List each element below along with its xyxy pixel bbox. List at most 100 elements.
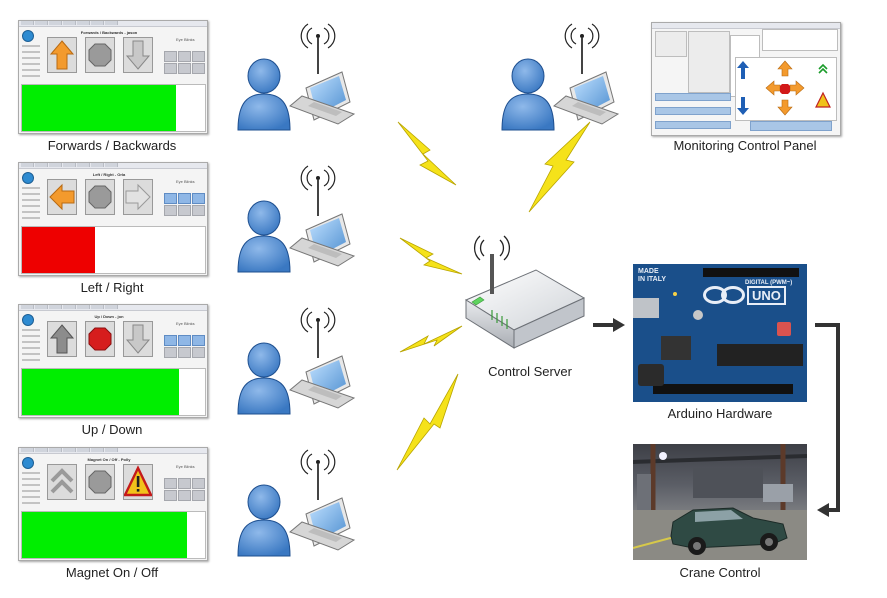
app-sidebar-line xyxy=(22,199,40,201)
arduino-made-label: MADE xyxy=(638,268,659,275)
laptop-icon xyxy=(289,213,356,267)
app-sidebar-line xyxy=(22,51,40,53)
app-sidebar-line xyxy=(22,57,40,59)
app-blink-button xyxy=(192,193,205,204)
arduino-digital-label: DIGITAL (PWM~) xyxy=(745,280,793,286)
app-tab xyxy=(91,448,104,452)
app-logo-icon xyxy=(22,30,34,42)
app-blink-button xyxy=(178,63,191,74)
app-blink-button xyxy=(178,335,191,346)
app-tab xyxy=(105,21,118,25)
crane-scene xyxy=(633,444,807,560)
caption-forwards-backwards: Forwards / Backwards xyxy=(47,138,177,153)
app-command-button xyxy=(85,464,115,500)
app-command-button xyxy=(85,321,115,357)
up-arrow-icon xyxy=(49,324,75,354)
operator-station-graphic xyxy=(237,23,356,131)
app-blink-button xyxy=(164,335,177,346)
monitor-green-chevron-icon xyxy=(818,63,828,70)
person-icon xyxy=(237,342,291,415)
monitor-logo-box xyxy=(655,31,687,57)
app-blink-button xyxy=(164,63,177,74)
app-sidebar-line xyxy=(22,75,40,77)
wifi-antenna-icon xyxy=(300,307,336,358)
monitoring-control-panel-screenshot xyxy=(651,22,841,136)
lightning-bolt-icon xyxy=(396,373,459,471)
laptop-icon xyxy=(289,355,356,409)
arduino-italy-label: IN ITALY xyxy=(638,276,667,283)
wifi-antenna-icon xyxy=(564,23,600,74)
app-status-panel xyxy=(21,226,206,274)
app-blink-button xyxy=(164,205,177,216)
app-tab xyxy=(35,21,48,25)
app-status-fill xyxy=(22,227,96,273)
monitor-orange-down-icon xyxy=(777,99,793,116)
app-eye-blinks-label: Eye Blinks xyxy=(176,179,195,184)
app-eye-blinks-label: Eye Blinks xyxy=(176,464,195,469)
arduino-power-jack xyxy=(638,364,664,386)
app-sidebar-line xyxy=(22,484,40,486)
app-tab xyxy=(91,305,104,309)
app-blink-button xyxy=(178,347,191,358)
operator-station-graphic xyxy=(237,307,356,415)
app-blink-button xyxy=(178,193,191,204)
arduino-logo-right xyxy=(721,286,745,304)
app-command-button xyxy=(123,37,153,73)
crane-control-photo xyxy=(633,444,807,560)
app-sidebar-line xyxy=(22,211,40,213)
arduino-reset-button xyxy=(777,322,791,336)
app-blink-button xyxy=(178,490,191,501)
control-server-router-icon xyxy=(464,235,586,349)
app-sidebar-line xyxy=(22,353,40,355)
down-arrow-icon xyxy=(125,324,151,354)
right-arrow-icon xyxy=(125,183,151,211)
app-tab xyxy=(77,448,90,452)
app-tab xyxy=(63,163,76,167)
app-sidebar-line xyxy=(22,335,40,337)
app-tab xyxy=(21,305,34,309)
app-sidebar-line xyxy=(22,187,40,189)
arduino-digital-header xyxy=(703,268,799,277)
arduino-capacitor-block xyxy=(661,336,691,360)
arduino-to-crane-arrow xyxy=(815,323,840,517)
app-sidebar-line xyxy=(22,472,40,474)
app-sidebar-line xyxy=(22,205,40,207)
laptop-icon xyxy=(553,71,620,125)
caption-left-right: Left / Right xyxy=(80,280,144,295)
app-blink-button xyxy=(192,490,205,501)
app-command-button xyxy=(85,179,115,215)
app-blink-button xyxy=(164,490,177,501)
app-sidebar-line xyxy=(22,341,40,343)
app-tab xyxy=(49,163,62,167)
caption-monitoring-control-panel: Monitoring Control Panel xyxy=(673,138,817,153)
operator-station xyxy=(232,164,392,281)
app-title: Up / Down - jon xyxy=(94,314,124,319)
arduino-board-image: MADE IN ITALY DIGITAL (PWM~) UNO xyxy=(633,264,807,402)
app-command-button xyxy=(47,37,77,73)
app-title: Magnet On / Off - Polly xyxy=(87,457,131,462)
lightning-bolt-icon xyxy=(399,237,463,275)
monitor-bar-1 xyxy=(655,93,731,101)
operator-station xyxy=(232,448,392,565)
app-tab xyxy=(21,448,34,452)
app-tab xyxy=(63,448,76,452)
operator-station xyxy=(232,306,392,423)
caption-up-down: Up / Down xyxy=(81,422,143,437)
app-status-panel xyxy=(21,84,206,132)
person-icon xyxy=(237,58,291,131)
app-tab xyxy=(105,448,118,452)
app-tab xyxy=(91,163,104,167)
app-tab xyxy=(91,21,104,25)
stop-octagon-icon xyxy=(88,470,112,494)
app-logo-icon xyxy=(22,314,34,326)
monitor-bar-3 xyxy=(655,121,731,129)
person-icon xyxy=(237,200,291,273)
app-tab xyxy=(21,21,34,25)
warning-triangle-icon xyxy=(123,465,153,497)
app-blink-button xyxy=(164,51,177,62)
up-arrow-icon xyxy=(49,40,75,70)
